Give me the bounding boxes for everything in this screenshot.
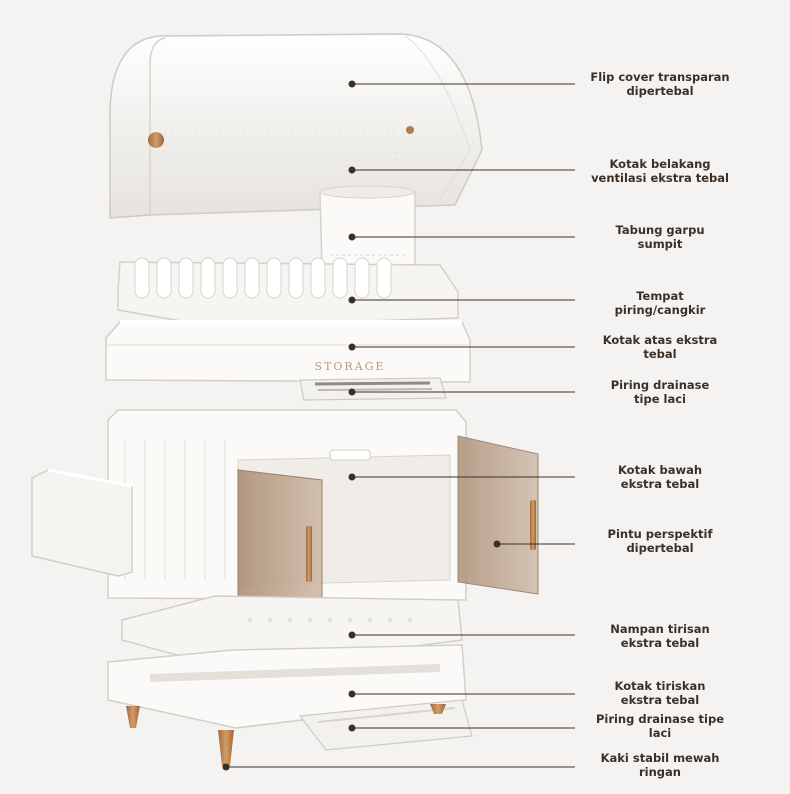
leader-dot-chopstick-tube: [349, 234, 356, 241]
callout-drain-box: Kotak tiriskan ekstra tebal: [575, 679, 745, 707]
leader-dot-lower-box: [349, 474, 356, 481]
leader-dot-back-box: [349, 167, 356, 174]
side-basket-part: [32, 470, 132, 576]
callout-lower-box: Kotak bawah ekstra tebal: [575, 463, 745, 491]
callout-lower-drawer-tray: Piring drainase tipe laci: [575, 712, 745, 740]
callout-upper-box: Kotak atas ekstra tebal: [575, 333, 745, 361]
leader-dot-plate-holder: [349, 297, 356, 304]
leader-dot-lower-drawer-tray: [349, 725, 356, 732]
upper-drawer-tray-part: [300, 378, 446, 400]
brand-text: STORAGE: [315, 360, 386, 373]
leader-dot-legs: [223, 764, 230, 771]
leader-dot-drain-box: [349, 691, 356, 698]
chopstick-tube-part: [320, 186, 415, 268]
leader-dot-flip-cover: [349, 81, 356, 88]
callout-drain-tray: Nampan tirisan ekstra tebal: [575, 622, 745, 650]
leader-dot-upper-drawer-tray: [349, 389, 356, 396]
upper-box-part: STORAGE: [106, 322, 470, 382]
callout-back-box: Kotak belakang ventilasi ekstra tebal: [575, 157, 745, 185]
callout-flip-cover: Flip cover transparan dipertebal: [575, 70, 745, 98]
leader-dot-upper-box: [349, 344, 356, 351]
callout-legs: Kaki stabil mewah ringan: [575, 751, 745, 779]
callout-doors: Pintu perspektif dipertebal: [575, 527, 745, 555]
plate-holder-part: [118, 258, 458, 326]
leader-dot-drain-tray: [349, 632, 356, 639]
callout-plate-holder: Tempat piring/cangkir: [575, 289, 745, 317]
callout-chopstick-tube: Tabung garpu sumpit: [575, 223, 745, 251]
leader-dot-doors: [494, 541, 501, 548]
callout-upper-drawer-tray: Piring drainase tipe laci: [575, 378, 745, 406]
flip-cover-part: [110, 34, 482, 218]
